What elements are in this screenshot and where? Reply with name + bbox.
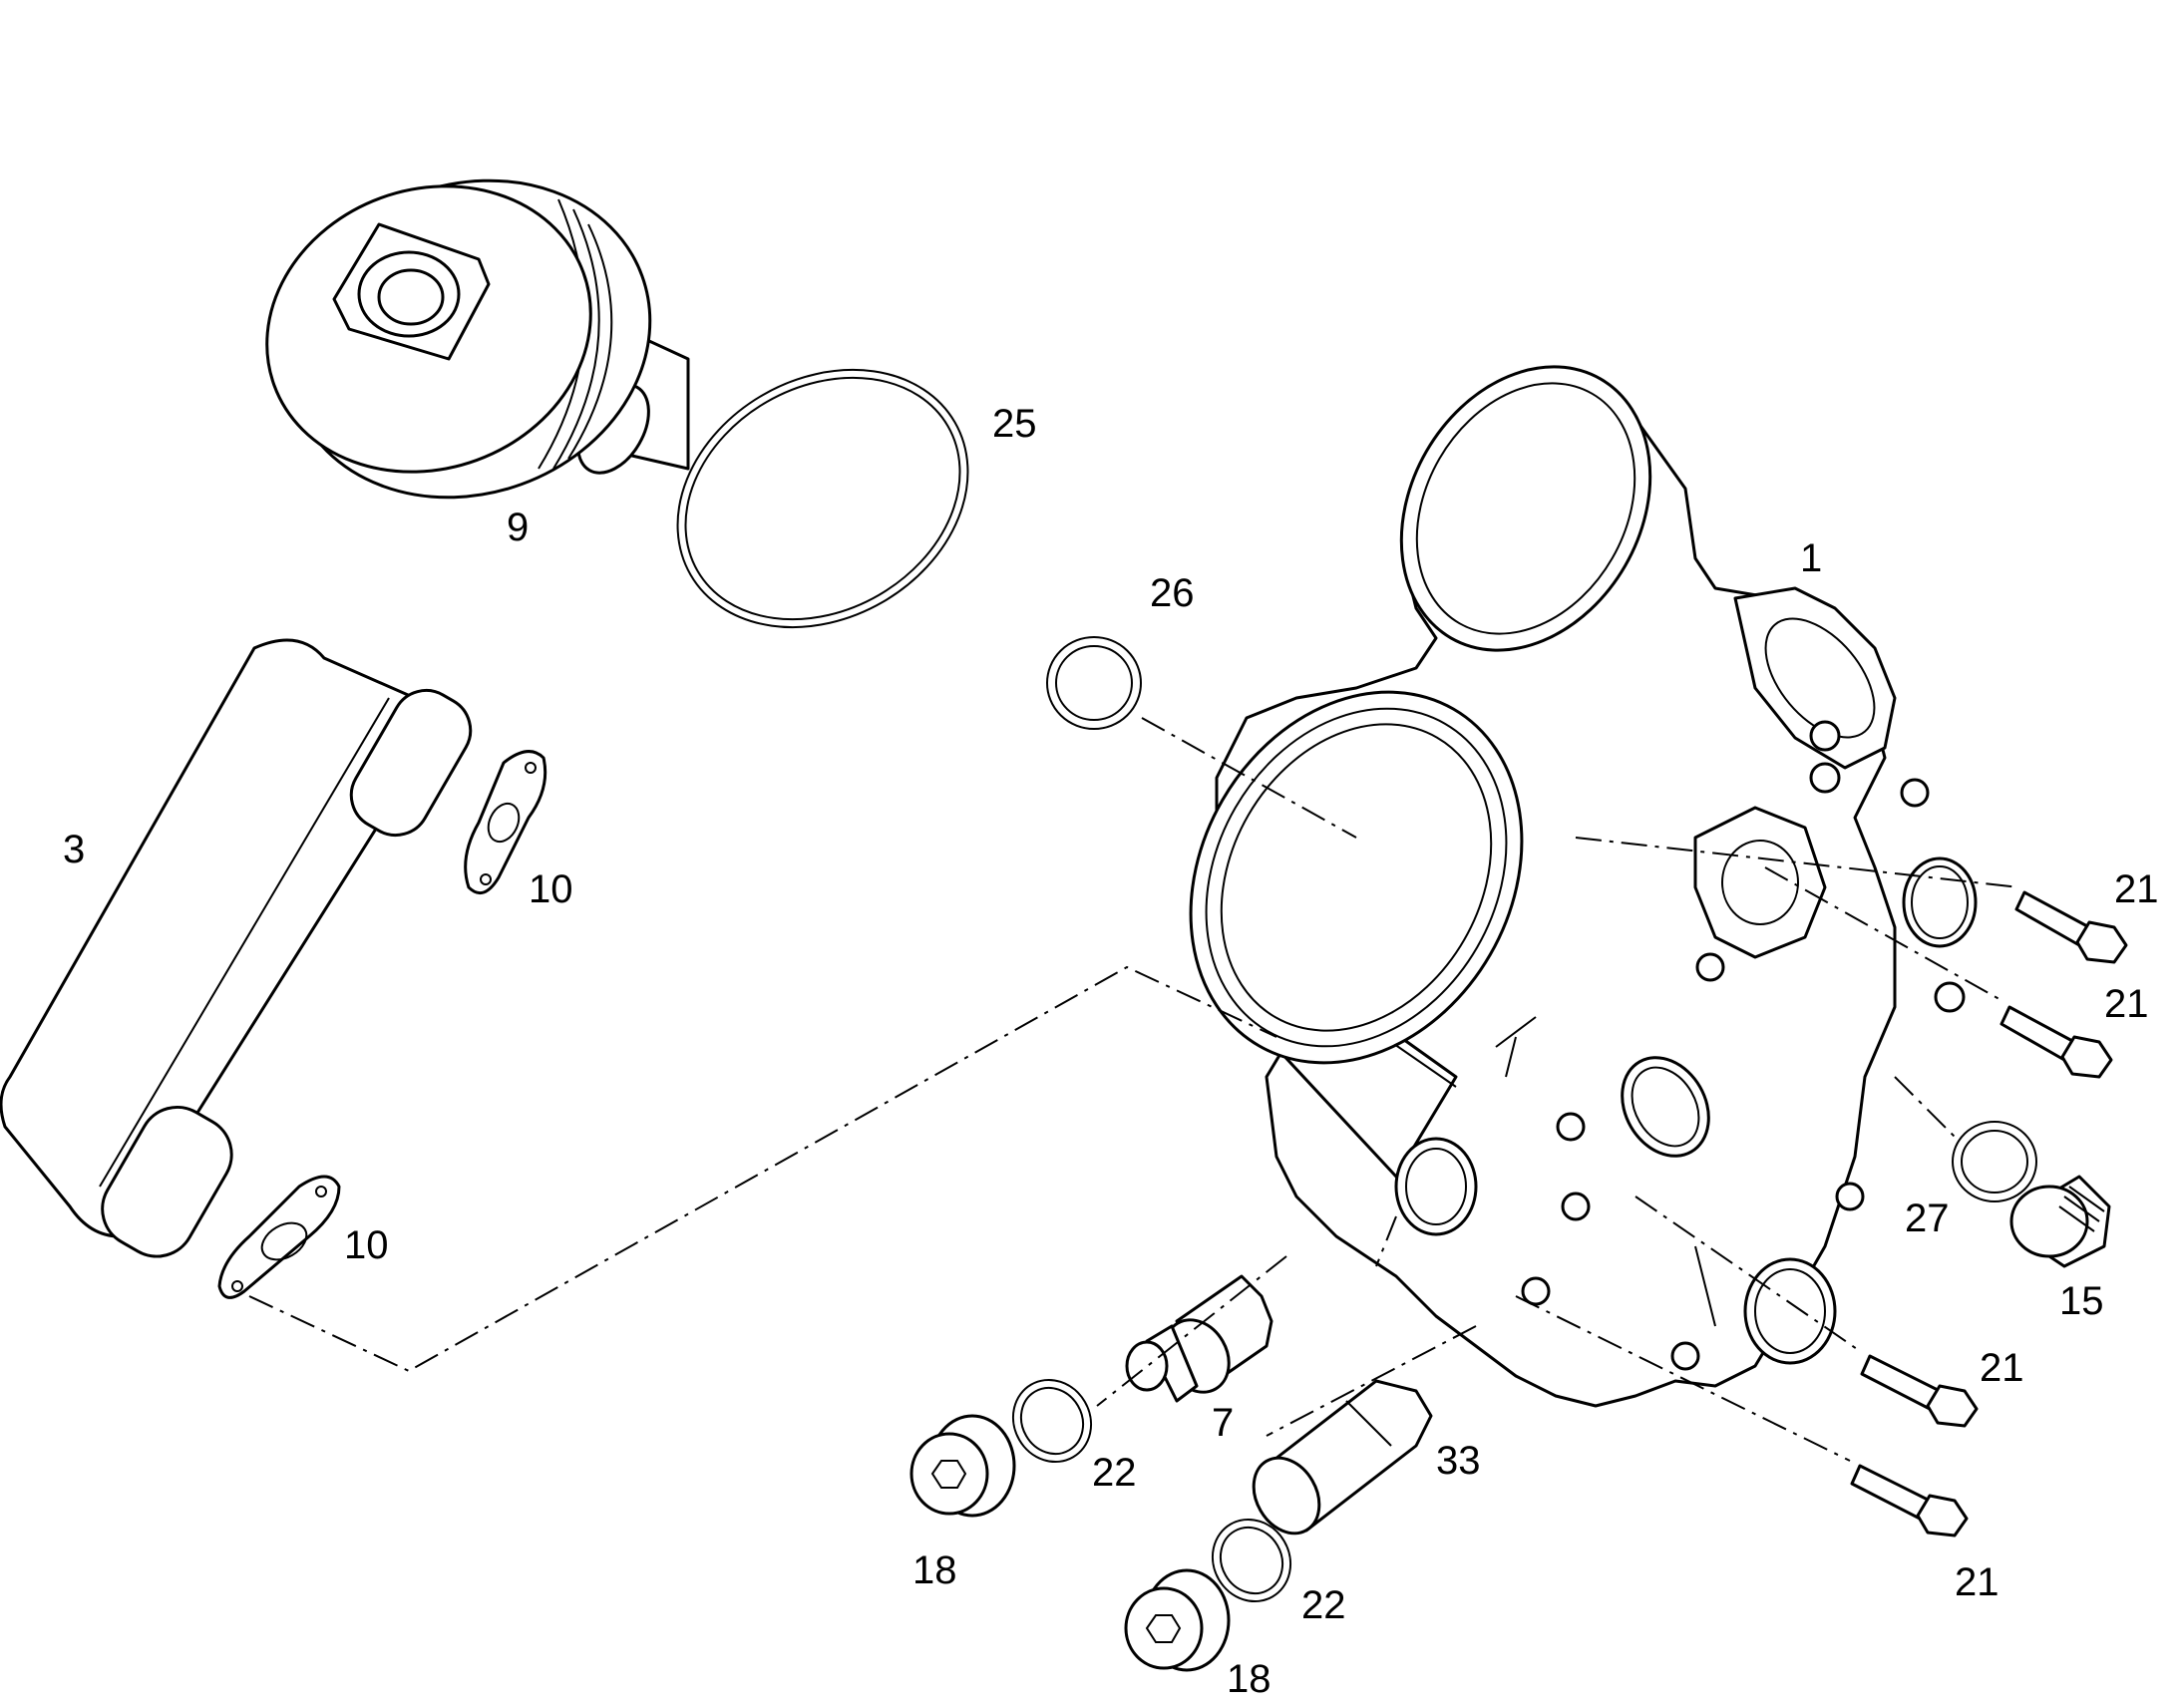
part-33-pipe [1252,1379,1433,1536]
part-27-o-ring [1952,1121,2037,1202]
part-1-housing [1189,365,1978,1408]
callout-3: 3 [63,828,85,871]
callout-21-b: 21 [2104,982,2149,1026]
part-25-large-o-ring [676,368,969,629]
part-10-gasket-upper [464,750,547,895]
part-21-bolt-d [1850,1464,1969,1537]
part-3-oil-cooler [0,638,473,1258]
callout-18-upper: 18 [912,1548,957,1592]
part-21-bolt-a [2014,890,2128,964]
callout-22-upper: 22 [1092,1451,1137,1495]
callout-1: 1 [1800,536,1822,580]
callout-21-a: 21 [2114,867,2159,911]
callout-26: 26 [1150,571,1195,615]
part-18-plug-upper [909,1414,1016,1518]
callout-9: 9 [507,506,529,549]
callout-7: 7 [1212,1401,1234,1445]
part-10-gasket-lower [217,1175,341,1299]
callout-27: 27 [1905,1196,1950,1240]
part-9-filter [265,178,690,500]
part-18-plug-lower [1124,1568,1231,1672]
part-7-sleeve [1125,1274,1273,1403]
callout-21-c: 21 [1980,1346,2024,1390]
assembly-leader-lines [248,717,2020,1462]
part-15-plug [2009,1175,2111,1268]
part-22-o-ring-lower [1211,1518,1292,1603]
part-26-small-o-ring [1046,636,1142,730]
callout-25: 25 [992,402,1037,446]
part-21-bolt-b [1999,1005,2113,1079]
part-22-o-ring-upper [1011,1378,1093,1464]
callout-10-upper: 10 [529,867,573,911]
callout-labels: 9 25 26 1 3 10 10 21 21 21 21 27 15 7 33… [63,402,2159,1701]
callout-18-lower: 18 [1227,1657,1272,1701]
part-21-bolt-c [1860,1354,1979,1428]
callout-21-d: 21 [1955,1560,1999,1604]
callout-33: 33 [1436,1439,1481,1483]
callout-10-lower: 10 [344,1223,389,1267]
callout-22-lower: 22 [1301,1583,1346,1627]
callout-15: 15 [2059,1279,2104,1323]
